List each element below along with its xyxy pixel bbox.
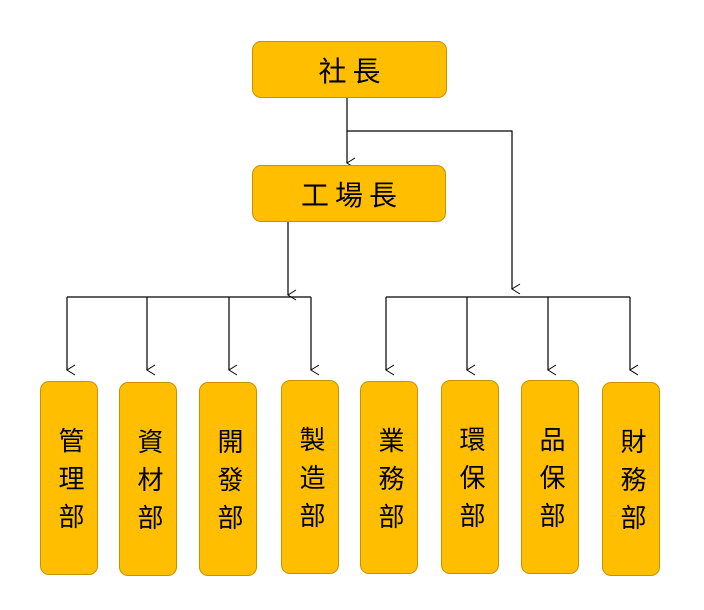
factory-manager-label: 工場長 (300, 178, 403, 212)
dept-label-kanpo: 環保部 (455, 426, 485, 540)
dept-box-gyomu: 業務部 (360, 381, 418, 574)
dept-label-kaihatsu: 開發部 (213, 428, 243, 542)
dept-label-seizo: 製造部 (295, 426, 325, 540)
dept-box-kanri: 管理部 (40, 381, 98, 575)
factory-manager-box: 工場長 (252, 165, 446, 222)
dept-box-kaihatsu: 開發部 (199, 382, 257, 576)
dept-box-hinpo: 品保部 (521, 380, 579, 574)
dept-box-shizai: 資材部 (119, 382, 177, 576)
president-label: 社長 (318, 54, 387, 88)
dept-label-hinpo: 品保部 (535, 426, 565, 540)
dept-box-kanpo: 環保部 (441, 380, 499, 574)
dept-label-gyomu: 業務部 (374, 426, 404, 541)
dept-label-zaimu: 財務部 (616, 428, 646, 542)
dept-label-shizai: 資材部 (133, 428, 163, 542)
dept-box-zaimu: 財務部 (602, 382, 660, 576)
dept-box-seizo: 製造部 (281, 380, 339, 574)
president-box: 社長 (252, 41, 447, 98)
dept-label-kanri: 管理部 (54, 427, 84, 541)
president-to-right-group-connector (347, 130, 521, 295)
